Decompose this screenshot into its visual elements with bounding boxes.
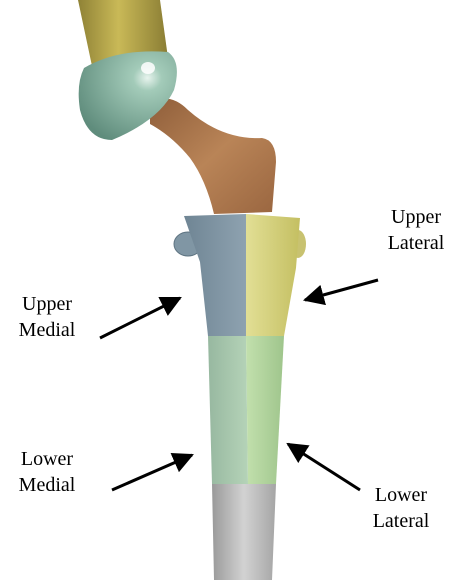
label-lower-lateral: Lower Lateral bbox=[357, 482, 445, 534]
label-upper-medial-line2: Medial bbox=[6, 317, 88, 343]
implant-neck bbox=[150, 98, 276, 214]
label-upper-lateral-line1: Upper bbox=[381, 204, 451, 230]
arrow-upper-medial bbox=[100, 298, 180, 338]
label-upper-lateral-line2: Lateral bbox=[381, 230, 451, 256]
label-lower-medial-line2: Medial bbox=[6, 472, 88, 498]
arrow-lower-medial bbox=[112, 455, 192, 490]
arrow-lower-lateral bbox=[288, 444, 360, 490]
lower-lateral-region bbox=[246, 336, 284, 484]
arrow-upper-lateral bbox=[305, 280, 378, 300]
lower-medial-region bbox=[208, 336, 248, 484]
label-upper-lateral: Upper Lateral bbox=[381, 204, 451, 256]
upper-lateral-region bbox=[246, 214, 300, 336]
label-lower-lateral-line1: Lower bbox=[357, 482, 445, 508]
label-lower-medial-line1: Lower bbox=[6, 446, 88, 472]
label-upper-medial-line1: Upper bbox=[6, 291, 88, 317]
implant-stem bbox=[212, 484, 276, 580]
label-upper-medial: Upper Medial bbox=[6, 291, 88, 343]
label-lower-lateral-line2: Lateral bbox=[357, 508, 445, 534]
label-lower-medial: Lower Medial bbox=[6, 446, 88, 498]
head-highlight bbox=[141, 62, 155, 74]
upper-medial-region bbox=[184, 214, 246, 336]
